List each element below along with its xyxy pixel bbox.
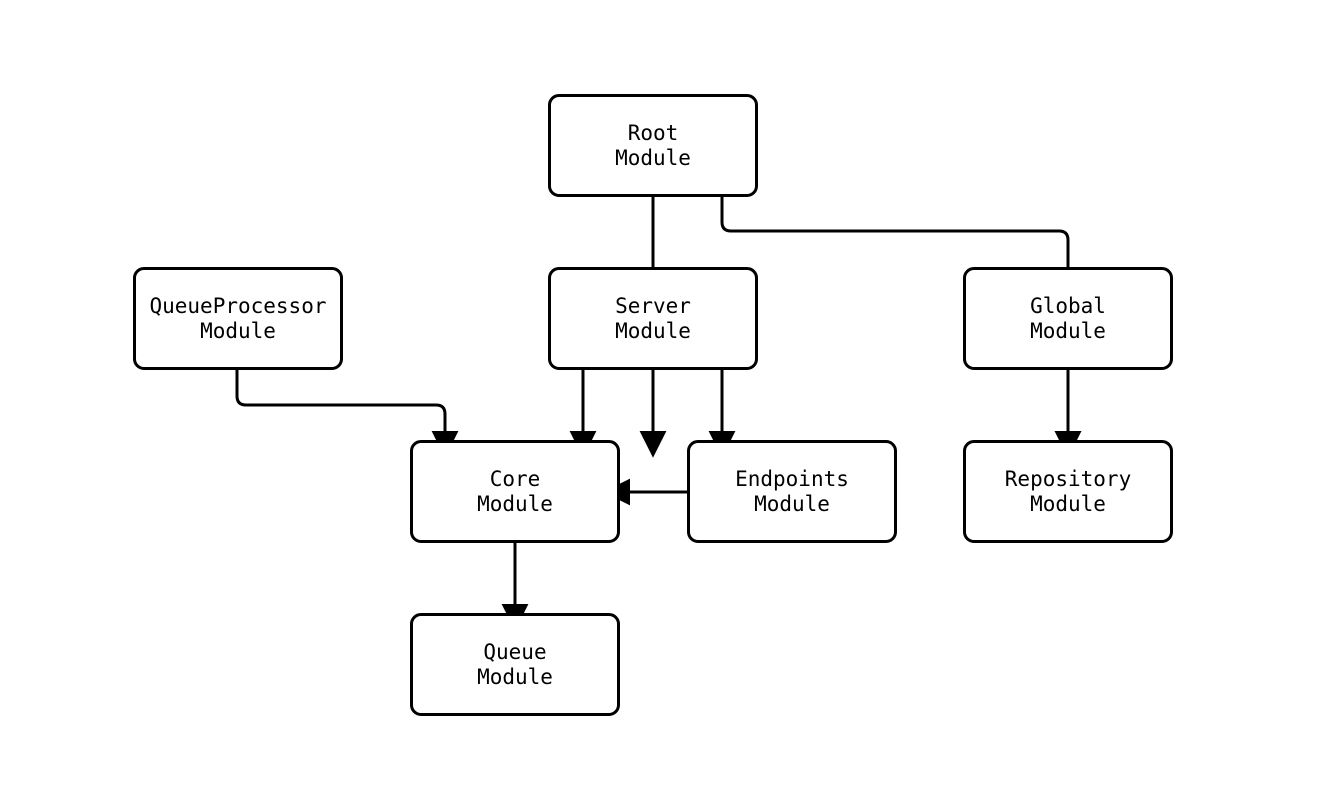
node-label-endpoints: Endpoints Module (735, 466, 849, 516)
node-queueprocessor[interactable]: QueueProcessor Module (133, 267, 343, 370)
node-repository[interactable]: Repository Module (963, 440, 1173, 543)
node-label-repository: Repository Module (1004, 466, 1132, 516)
node-endpoints[interactable]: Endpoints Module (687, 440, 897, 543)
node-root[interactable]: Root Module (548, 94, 758, 197)
node-queue[interactable]: Queue Module (410, 613, 620, 716)
node-global[interactable]: Global Module (963, 267, 1173, 370)
node-label-core: Core Module (477, 466, 553, 516)
edge-queueprocessor-to-core (235, 370, 459, 458)
node-label-queueprocessor: QueueProcessor Module (149, 293, 327, 343)
node-label-root: Root Module (615, 120, 691, 170)
node-server[interactable]: Server Module (548, 267, 758, 370)
node-label-server: Server Module (615, 293, 691, 343)
node-label-global: Global Module (1030, 293, 1106, 343)
node-label-queue: Queue Module (477, 639, 553, 689)
node-core[interactable]: Core Module (410, 440, 620, 543)
